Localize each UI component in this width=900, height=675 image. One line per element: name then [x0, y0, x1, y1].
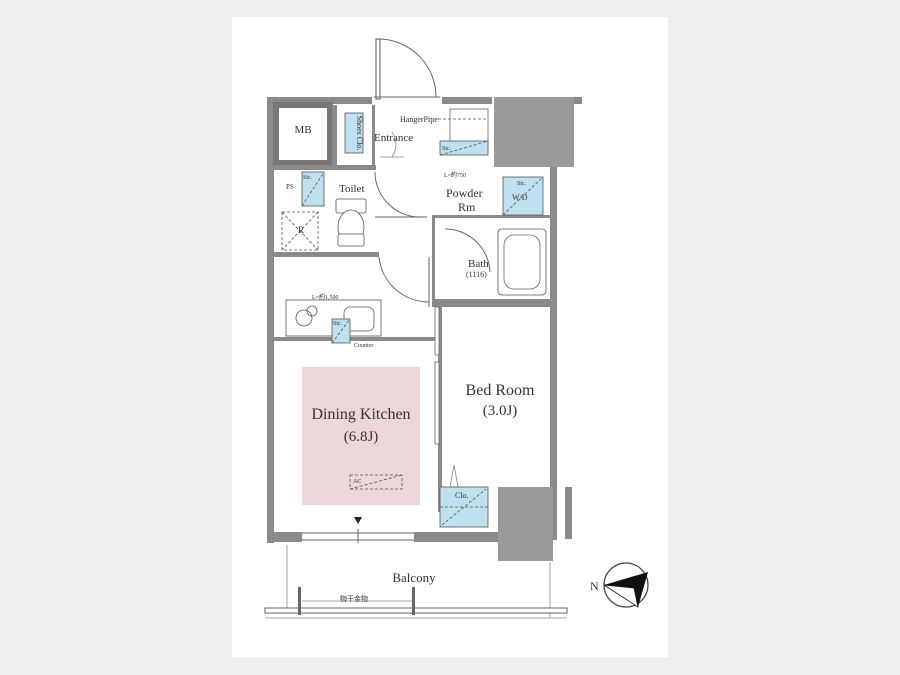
toilet-fixture: [335, 198, 367, 247]
entrance-door[interactable]: [374, 38, 440, 100]
length-kitchen-label: L=約1,500: [312, 293, 339, 301]
kitchen-door[interactable]: [378, 256, 430, 307]
balcony-window[interactable]: [302, 517, 414, 543]
wd-label: W/D: [512, 193, 528, 202]
refrigerator-space: [281, 211, 319, 251]
north-compass-icon: [603, 562, 649, 608]
balcony-area: [264, 545, 568, 619]
bath-label: Bath: [468, 258, 489, 270]
walls: [267, 97, 582, 561]
closet: [439, 464, 489, 528]
north-label: N: [590, 579, 599, 593]
pillar-bottom-right: [498, 487, 553, 561]
storage-top-label: Stc.: [442, 146, 452, 152]
toilet-door[interactable]: [374, 171, 427, 218]
floor-plan: MB Shoes Clo. HangerPipe Entrance Stc. L…: [264, 38, 649, 619]
ps-label: PS: [286, 183, 294, 191]
bed-room-size: (3.0J): [483, 403, 518, 419]
bath-size-label: (1116): [466, 270, 487, 279]
hanger-pipe-label: HangerPipe: [400, 115, 438, 124]
mb-label: MB: [294, 124, 311, 136]
storage-wd-label: Stc.: [517, 181, 527, 187]
floor-plan-sheet: MB Shoes Clo. HangerPipe Entrance Stc. L…: [232, 17, 668, 657]
closet-label: Clo.: [455, 491, 469, 500]
shoes-closet: [344, 112, 364, 154]
entrance-label: Entrance: [374, 132, 413, 144]
ac-label: AC: [353, 479, 361, 485]
length-top-label: L=約750: [444, 171, 466, 179]
pillar-top-right: [494, 97, 574, 167]
dining-kitchen-area: [302, 367, 420, 505]
storage-toilet-label: Stc.: [303, 175, 313, 181]
counter-label: Counter: [354, 343, 373, 349]
dining-kitchen-size: (6.8J): [344, 429, 379, 445]
ac-unit: [349, 474, 403, 490]
dining-kitchen-label: Dining Kitchen: [311, 406, 410, 423]
refrigerator-label: R: [298, 225, 304, 235]
bedroom-sliding-door[interactable]: [434, 306, 440, 445]
powder-room-label-line1: Powder: [446, 186, 483, 200]
toilet-label: Toilet: [339, 183, 365, 195]
shoes-closet-label: Shoes Clo.: [355, 116, 364, 151]
powder-room-label-line2: Rm: [458, 200, 476, 214]
storage-kitchen-label: Stc.: [333, 321, 343, 327]
bath-area: [444, 228, 547, 296]
balcony-label: Balcony: [392, 570, 436, 585]
bed-room-label: Bed Room: [466, 382, 535, 399]
laundry-hardware-label: 物干金物: [340, 594, 368, 603]
